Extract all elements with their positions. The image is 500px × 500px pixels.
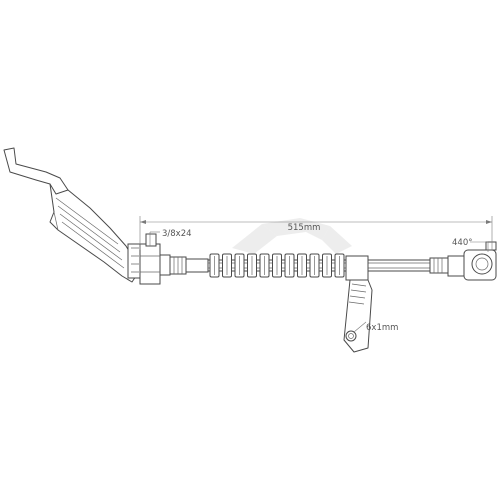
angle-label: 440° <box>452 238 472 248</box>
mount-hole-callout <box>353 321 367 333</box>
mount-hole-label: 6x1mm <box>366 323 398 333</box>
protective-sleeve <box>209 253 345 278</box>
left-bracket <box>3 147 143 283</box>
watermark-logo <box>232 218 352 254</box>
thread-callout <box>149 231 160 246</box>
mounting-bracket <box>343 255 373 353</box>
thread-label: 3/8x24 <box>162 229 192 239</box>
left-ferrule <box>169 256 209 275</box>
length-label: 515mm <box>288 223 321 233</box>
right-banjo-fitting <box>447 241 497 281</box>
right-ferrule <box>429 257 449 274</box>
angle-callout <box>470 241 489 252</box>
left-end-fitting <box>139 233 171 285</box>
length-dimension <box>139 216 493 250</box>
